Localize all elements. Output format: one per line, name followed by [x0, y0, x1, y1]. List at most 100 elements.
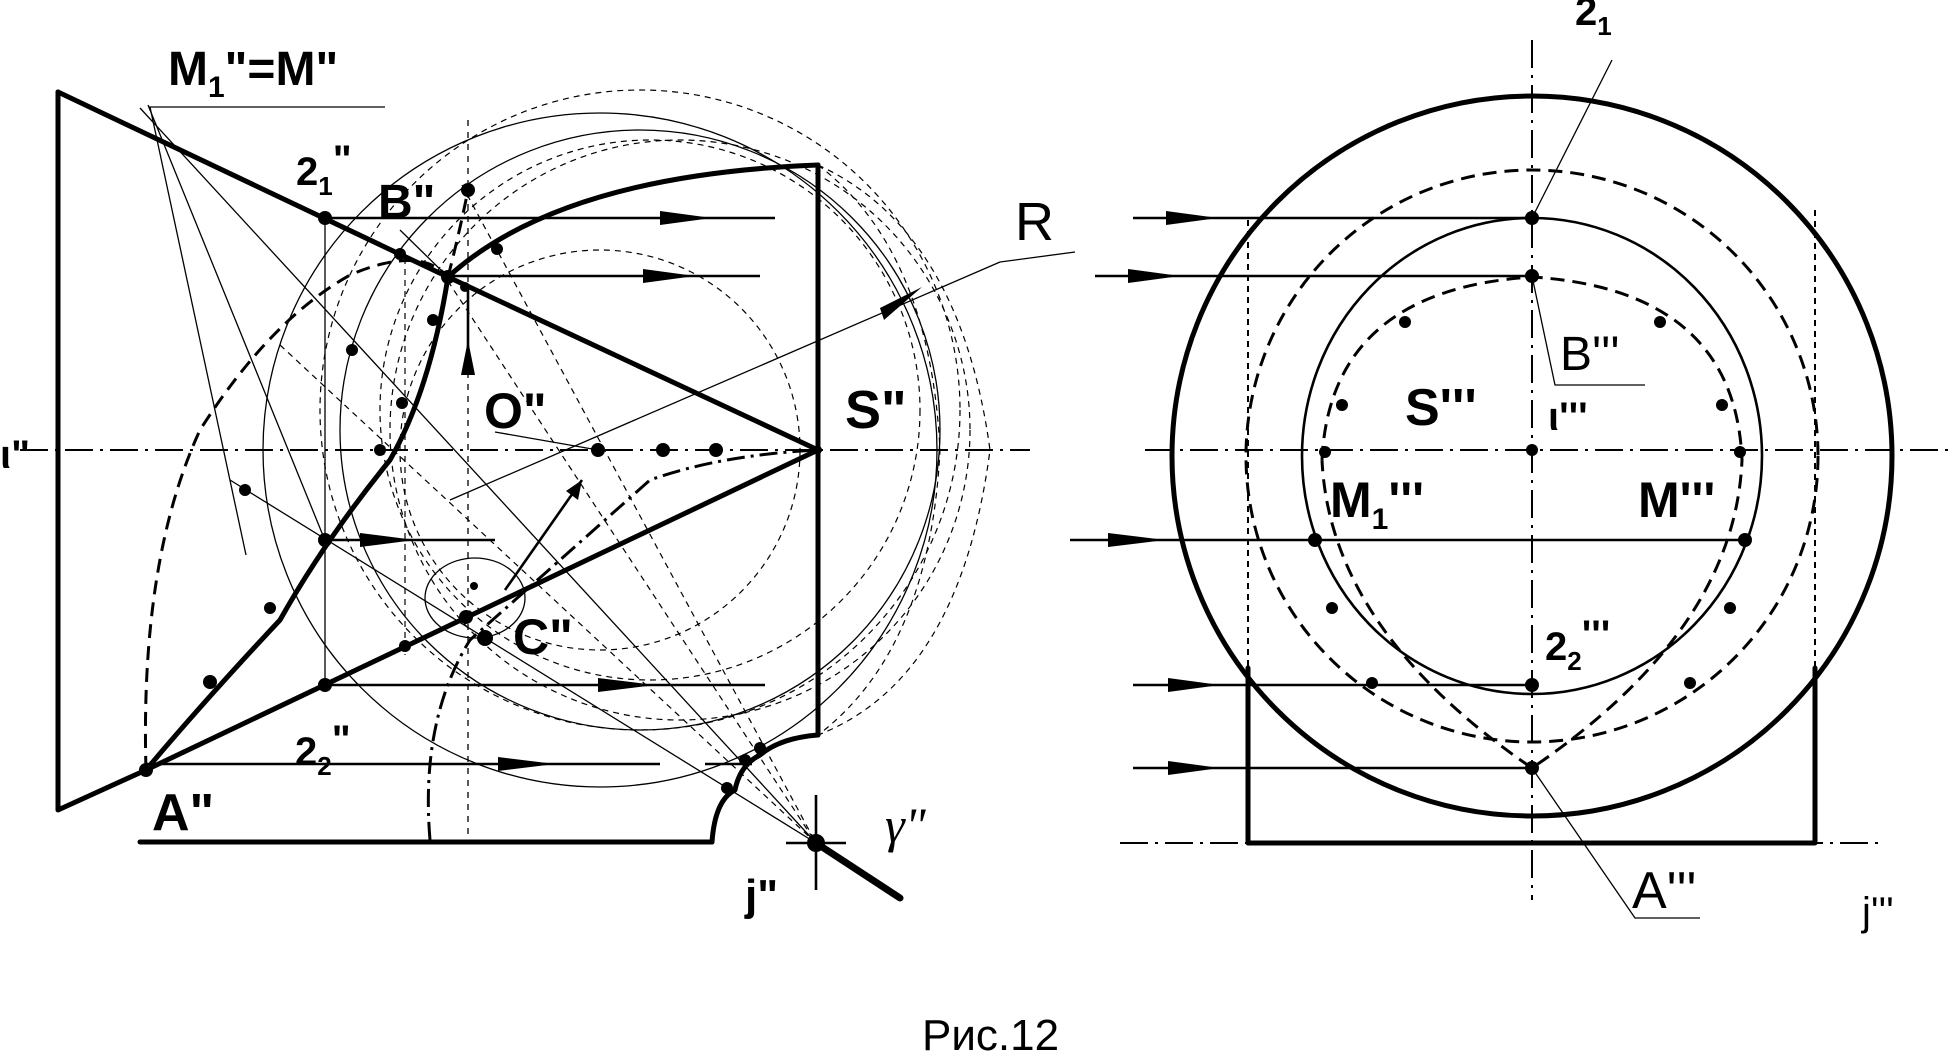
point-dashed-2	[239, 484, 251, 496]
side-inner-dashed-curve	[1320, 275, 1744, 770]
label-m-side: M'''	[1638, 472, 1715, 528]
side-view: 21''' B''' S''' ι''' M1''' M''' 22''' A'…	[1070, 0, 1954, 934]
label-s-side: S'''	[1405, 379, 1477, 437]
label-b-front: B"	[378, 176, 435, 229]
front-arrowhead-2	[643, 269, 695, 283]
label-22-side: 22'''	[1545, 613, 1610, 676]
front-construction-circle-1	[379, 139, 921, 681]
front-ray-4	[461, 184, 817, 844]
point-top-3	[491, 243, 503, 255]
side-point-upper-right	[1654, 316, 1666, 328]
point-b-front	[441, 270, 455, 284]
label-j-side: j'''	[1861, 890, 1894, 934]
side-point-21	[1525, 211, 1539, 225]
front-ray-to-R	[449, 261, 1001, 501]
side-arrowhead-1	[1166, 211, 1218, 225]
label-gamma-front: γ"	[885, 797, 927, 853]
side-21-leader	[1531, 59, 1613, 219]
label-j-front: j"	[744, 871, 778, 920]
side-point-right-axis	[1734, 446, 1746, 458]
point-bottom-1	[721, 782, 733, 794]
front-arrow-diag	[503, 479, 584, 591]
label-22-front: 22"	[295, 718, 351, 781]
figure-caption: Рис.12	[922, 1011, 1059, 1058]
point-top-4	[460, 282, 470, 292]
front-arrowhead-4	[598, 678, 655, 692]
label-s-front: S"	[845, 380, 907, 440]
point-22-line	[318, 678, 332, 692]
label-m1-side: M1'''	[1330, 472, 1424, 536]
front-arrowhead-R	[880, 287, 922, 320]
side-point-bottom-left	[1366, 677, 1378, 689]
side-arrowhead-2	[1128, 269, 1180, 283]
o-leader	[494, 431, 599, 451]
side-dashed-circle	[1244, 168, 1820, 744]
front-arrowhead-5	[498, 757, 555, 771]
side-point-bottom-right	[1684, 677, 1696, 689]
point-s-front	[814, 446, 822, 454]
front-arrowhead-diag	[566, 480, 582, 500]
front-dashdot-line-A	[145, 448, 819, 772]
label-r: R	[1015, 192, 1054, 252]
side-point-22	[1525, 678, 1539, 692]
side-point-a	[1525, 761, 1539, 775]
b-leader	[399, 229, 449, 278]
side-point-left-axis	[1319, 446, 1331, 458]
side-b-leader	[1531, 275, 1645, 386]
side-point-s	[1526, 444, 1538, 456]
point-bottom-3	[754, 742, 766, 754]
front-hidden-curve-left	[143, 259, 450, 771]
front-small-arc-c	[424, 557, 526, 639]
front-thin-dashed-top-right-2	[817, 164, 941, 736]
label-iota-side: ι'''	[1548, 395, 1588, 439]
label-iota-front: ι"	[0, 433, 30, 477]
side-arrowhead-4	[1168, 678, 1220, 692]
front-construction-circle-2	[389, 139, 971, 721]
point-top-1	[461, 183, 475, 197]
front-ray-1	[139, 107, 817, 844]
front-ray-3	[441, 271, 817, 844]
front-cylinder-notch	[709, 732, 821, 845]
front-construction-circle-5	[319, 89, 961, 731]
point-curve-4	[318, 533, 332, 547]
front-construction-circle-large	[262, 112, 938, 788]
point-dashed-1	[346, 344, 358, 356]
point-c-front	[459, 610, 473, 624]
point-curve-6	[203, 675, 217, 689]
side-point-m1	[1308, 533, 1322, 547]
front-dashdot-curve	[426, 448, 819, 841]
front-cylinder-top-arc	[445, 162, 821, 280]
point-21-front	[318, 211, 332, 225]
label-a-side: A'''	[1632, 862, 1696, 920]
label-a-front: A"	[152, 784, 214, 842]
label-21-side: 21'''	[1575, 0, 1640, 41]
front-R-leader	[999, 251, 1076, 263]
m1-leader	[149, 106, 385, 556]
side-point-lower-right	[1724, 602, 1736, 614]
front-construction-circle-3	[339, 129, 941, 731]
side-a-leader	[1531, 767, 1700, 919]
side-point-lower-left	[1326, 602, 1338, 614]
front-arrowhead-1	[660, 211, 712, 225]
point-axis-2	[709, 443, 723, 457]
point-c2	[477, 630, 493, 646]
side-point-m	[1738, 533, 1752, 547]
point-curve-1	[427, 314, 439, 326]
front-cone-outline	[55, 89, 821, 453]
point-dashdot-1	[399, 640, 411, 652]
side-outer-circle	[1169, 93, 1895, 819]
point-bottom-2	[739, 754, 751, 766]
label-c-front: C"	[513, 609, 573, 665]
front-view: M1"=M" 21" B" R ι" O" S" C" 22" A" j" γ"	[0, 43, 1076, 920]
point-o-front	[591, 443, 605, 457]
front-ray-2	[147, 104, 325, 539]
label-m1-eq-m: M1"=M"	[168, 43, 338, 104]
point-top-2	[394, 248, 406, 260]
side-base-rect	[1245, 665, 1818, 846]
side-arrowhead-5	[1168, 761, 1220, 775]
point-curve-2	[396, 397, 408, 409]
label-21-front: 21"	[296, 138, 352, 201]
point-curve-5	[264, 602, 276, 614]
side-point-b	[1525, 269, 1539, 283]
point-a-front	[139, 763, 153, 777]
